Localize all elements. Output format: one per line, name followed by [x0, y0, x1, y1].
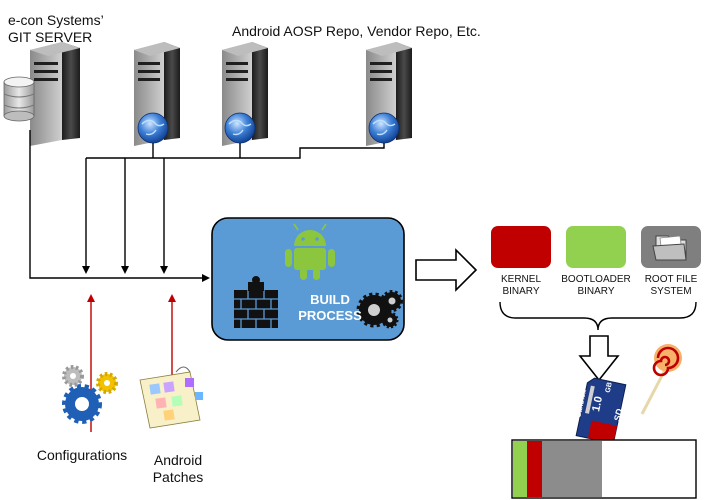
bootloader-label-line2: BINARY [577, 286, 615, 297]
sdcard-arrow [578, 335, 620, 382]
git-server-title: e-con Systems’ GIT SERVER [8, 12, 104, 46]
bootloader-label-line1: BOOTLOADER [561, 274, 631, 285]
kernel-label-line2: BINARY [502, 286, 540, 297]
gears-icon [356, 290, 403, 329]
git-server-title-line2: GIT SERVER [8, 29, 93, 45]
storage-kernel-segment [527, 441, 542, 497]
android-patches-line1: Android [153, 452, 203, 468]
configurations-label: Configurations [36, 447, 128, 463]
lollipop-icon [640, 344, 682, 415]
build-process-label: BUILD PROCESS [286, 292, 374, 324]
build-label-line2: PROCESS [298, 308, 362, 323]
rootfs-label: ROOT FILE SYSTEM [636, 274, 706, 298]
folder-icon [652, 235, 687, 261]
storage-rootfs-segment [542, 441, 602, 497]
kernel-label-line1: KERNEL [500, 274, 541, 285]
android-patches-label: Android Patches [140, 452, 216, 486]
database-icon [3, 76, 35, 122]
kernel-binary-box [491, 226, 551, 268]
connector-lines [29, 130, 385, 282]
rootfs-label-line2: SYSTEM [650, 286, 692, 297]
git-server-icon [30, 42, 80, 146]
bootloader-binary-box [566, 226, 626, 268]
globe-icon [224, 112, 256, 144]
firewall-icon [234, 276, 278, 328]
globe-icon [368, 112, 400, 144]
git-server-title-line1: e-con Systems’ [8, 12, 104, 28]
output-brace [499, 301, 697, 331]
output-arrow [415, 248, 478, 292]
configurations-gears-icon [62, 365, 118, 424]
rootfs-label-line1: ROOT FILE [644, 274, 698, 285]
bootloader-binary-label: BOOTLOADER BINARY [560, 274, 632, 298]
globe-icon [137, 112, 169, 144]
kernel-binary-label: KERNEL BINARY [486, 274, 556, 298]
repos-title: Android AOSP Repo, Vendor Repo, Etc. [232, 23, 481, 39]
patches-icon [139, 366, 203, 429]
android-icon [285, 223, 335, 280]
storage-bootloader-segment [513, 441, 527, 497]
android-patches-line2: Patches [152, 469, 204, 485]
build-label-line1: BUILD [310, 292, 350, 307]
sd-card-icon [575, 377, 627, 445]
